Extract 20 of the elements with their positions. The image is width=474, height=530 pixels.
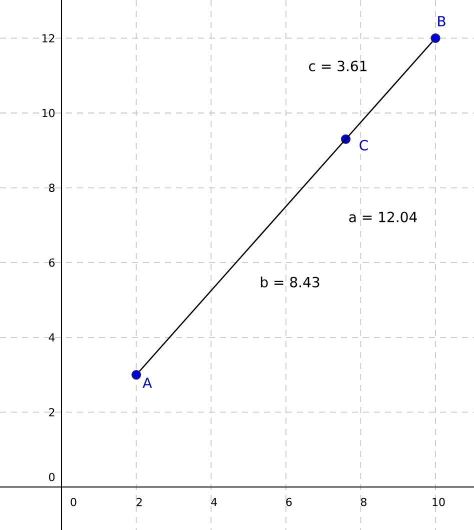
tick-label: 0 [70, 498, 76, 506]
point-label: C [360, 140, 368, 150]
edge-label: a = 12.04 [349, 212, 417, 222]
edge-label: c = 3.61 [309, 60, 366, 72]
tick-label: 6 [286, 498, 292, 506]
tick-label: 6 [49, 258, 55, 267]
tick-label: 8 [360, 498, 366, 506]
tick-label: 0 [49, 472, 55, 482]
tick-label: 8 [49, 184, 55, 192]
tick-label: 4 [211, 498, 217, 506]
tick-label: 2 [136, 498, 142, 506]
point-label: B [438, 16, 446, 26]
line-segment [139, 41, 433, 372]
tick-label: 12 [42, 34, 54, 42]
point-label: A [142, 378, 152, 388]
tick-label: 10 [432, 498, 445, 506]
tick-label: 10 [42, 108, 55, 118]
tick-label: 2 [49, 408, 54, 416]
tick-label: 4 [48, 333, 55, 342]
edge-label: b = 8.43 [260, 276, 320, 288]
